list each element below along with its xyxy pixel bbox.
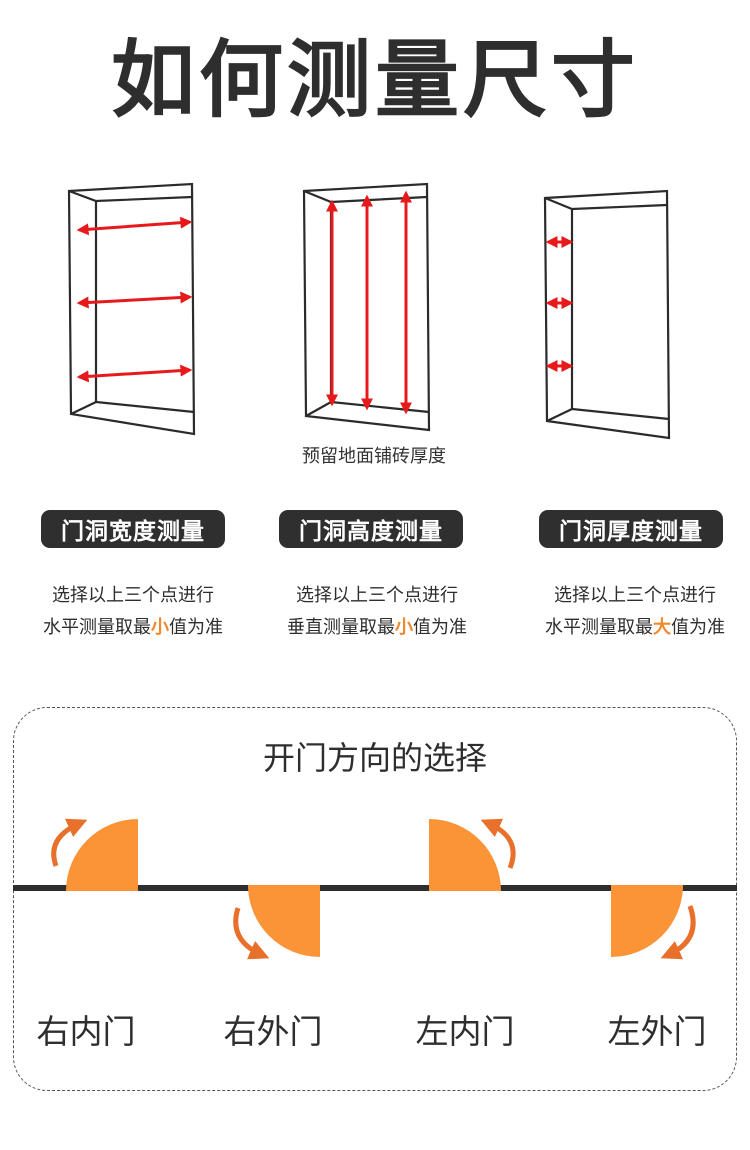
door-option-right-inward: 右内门 bbox=[36, 1012, 136, 1051]
height-measure-label: 门洞高度测量 bbox=[279, 510, 463, 548]
width-frame-icon bbox=[67, 182, 196, 436]
height-desc-line2: 垂直测量取最小值为准 bbox=[287, 617, 467, 638]
left-inward-door-icon bbox=[429, 818, 516, 891]
height-description: 选择以上三个点进行 垂直测量取最小值为准 bbox=[257, 580, 497, 644]
door-option-left-outward: 左外门 bbox=[607, 1012, 707, 1051]
wall-line bbox=[13, 885, 737, 891]
width-highlight: 小 bbox=[151, 617, 169, 638]
thickness-frame-icon bbox=[543, 189, 671, 440]
left-outward-door-icon bbox=[611, 885, 696, 960]
height-desc-line1: 选择以上三个点进行 bbox=[296, 585, 458, 606]
width-desc-line2: 水平测量取最小值为准 bbox=[43, 617, 223, 638]
width-description: 选择以上三个点进行 水平测量取最小值为准 bbox=[13, 580, 253, 644]
height-arrows-icon bbox=[326, 190, 412, 415]
width-desc-line1: 选择以上三个点进行 bbox=[52, 585, 214, 606]
door-option-right-outward: 右外门 bbox=[223, 1012, 323, 1051]
thickness-description: 选择以上三个点进行 水平测量取最大值为准 bbox=[515, 580, 750, 644]
right-inward-door-icon bbox=[51, 818, 138, 891]
door-direction-title: 开门方向的选择 bbox=[262, 739, 487, 777]
right-outward-door-icon bbox=[233, 885, 320, 960]
door-direction-card bbox=[13, 707, 737, 1091]
door-option-left-inward: 左内门 bbox=[415, 1012, 515, 1051]
thickness-desc-line1: 选择以上三个点进行 bbox=[554, 585, 716, 606]
page-title: 如何测量尺寸 bbox=[110, 31, 639, 129]
width-measure-label: 门洞宽度测量 bbox=[41, 510, 225, 548]
measurement-diagrams bbox=[67, 182, 671, 440]
height-highlight: 小 bbox=[395, 617, 413, 638]
thickness-highlight: 大 bbox=[653, 617, 671, 638]
width-arrows-icon bbox=[76, 216, 193, 383]
floor-tile-caption: 预留地面铺砖厚度 bbox=[302, 446, 446, 467]
thickness-arrows-icon bbox=[545, 236, 574, 372]
thickness-desc-line2: 水平测量取最大值为准 bbox=[545, 617, 725, 638]
thickness-measure-label: 门洞厚度测量 bbox=[539, 510, 723, 548]
